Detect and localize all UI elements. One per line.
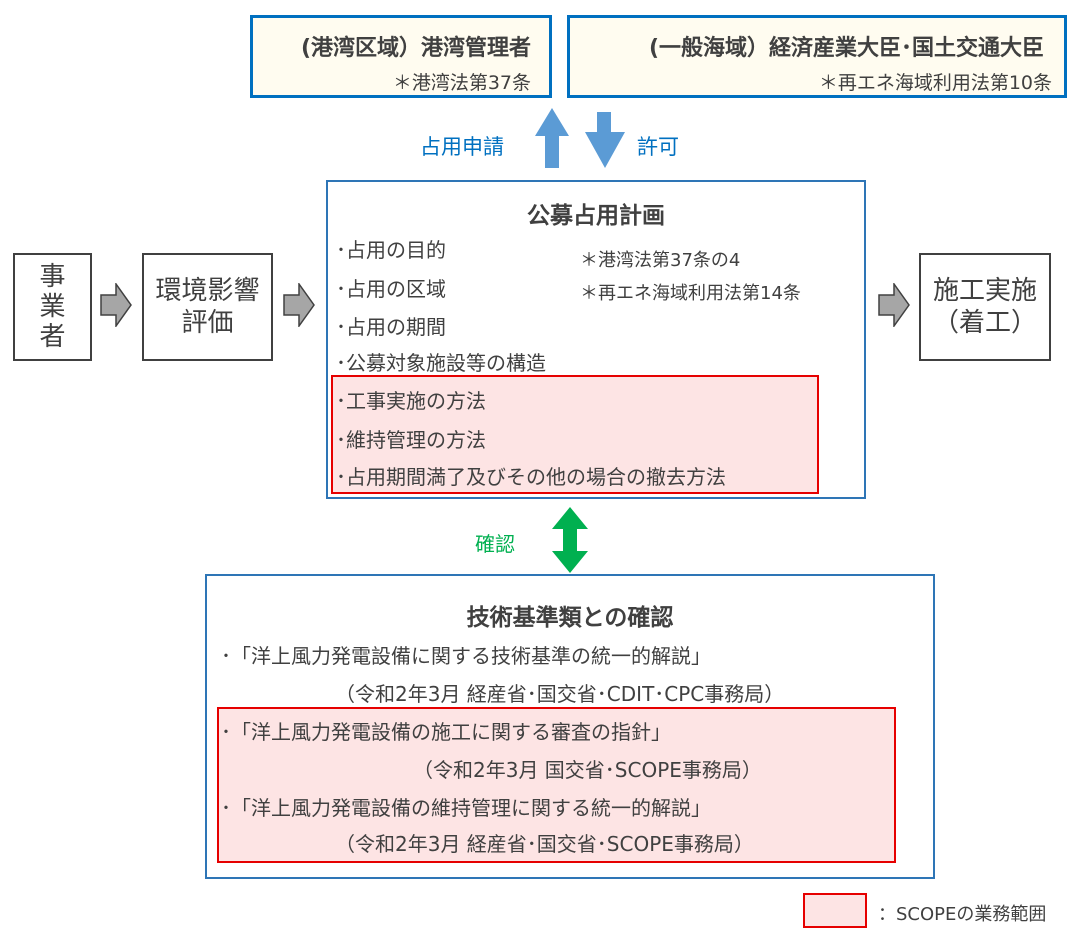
plan-item: ･維持管理の方法	[336, 428, 486, 452]
plan-item: ･占用期間満了及びその他の場合の撤去方法	[336, 465, 726, 489]
plan-item: ･占用の区域	[336, 277, 446, 301]
right-arrow-icon	[100, 283, 132, 327]
apply-label: 占用申請	[420, 135, 504, 159]
eia-box: 環境影響 評価	[142, 253, 273, 361]
down-arrow-icon	[585, 112, 625, 168]
standard-source: （令和2年3月 国交省･SCOPE事務局）	[413, 758, 762, 782]
occupancy-plan-box: 公募占用計画 ･占用の目的 ･占用の区域 ･占用の期間 ･公募対象施設等の構造 …	[326, 180, 866, 499]
ministers-title: (一般海域）経済産業大臣･国土交通大臣	[648, 36, 1044, 61]
plan-note: ＊港湾法第37条の4	[580, 250, 741, 271]
standard-source: （令和2年3月 経産省･国交省･CDIT･CPC事務局）	[335, 682, 785, 706]
ministers-note: ＊再エネ海域利用法第10条	[818, 72, 1052, 94]
standard-item: ･「洋上風力発電設備の施工に関する審査の指針」	[221, 720, 671, 744]
confirm-label: 確認	[475, 532, 515, 556]
standard-item: ･「洋上風力発電設備の維持管理に関する統一的解説」	[221, 796, 711, 820]
standards-title: 技術基準類との確認	[466, 605, 674, 631]
right-arrow-icon	[283, 283, 315, 327]
up-arrow-icon	[535, 108, 569, 168]
standard-item: ･「洋上風力発電設備に関する技術基準の統一的解説」	[221, 644, 711, 668]
plan-item: ･占用の目的	[336, 238, 446, 262]
scope-highlight	[217, 707, 896, 863]
ministers-box: (一般海域）経済産業大臣･国土交通大臣 ＊再エネ海域利用法第10条	[567, 15, 1067, 98]
port-manager-title: (港湾区域）港湾管理者	[300, 36, 531, 61]
plan-note: ＊再エネ海域利用法第14条	[580, 283, 801, 304]
plan-item: ･占用の期間	[336, 315, 446, 339]
standards-box: 技術基準類との確認 ･「洋上風力発電設備に関する技術基準の統一的解説」 （令和2…	[205, 574, 935, 879]
plan-item: ･公募対象施設等の構造	[336, 351, 546, 375]
permit-label: 許可	[637, 135, 679, 159]
construction-box: 施工実施 （着工）	[919, 253, 1051, 361]
port-manager-box: (港湾区域）港湾管理者 ＊港湾法第37条	[250, 15, 552, 98]
legend-swatch	[803, 893, 867, 928]
legend-label: ：SCOPEの業務範囲	[878, 904, 1047, 925]
plan-title: 公募占用計画	[527, 203, 665, 229]
standard-source: （令和2年3月 経産省･国交省･SCOPE事務局）	[335, 832, 754, 856]
right-arrow-icon	[878, 283, 910, 327]
port-manager-note: ＊港湾法第37条	[392, 72, 531, 94]
operator-box: 事 業 者	[13, 253, 92, 361]
scope-highlight	[331, 375, 819, 494]
double-arrow-icon	[552, 507, 588, 573]
plan-item: ･工事実施の方法	[336, 389, 486, 413]
